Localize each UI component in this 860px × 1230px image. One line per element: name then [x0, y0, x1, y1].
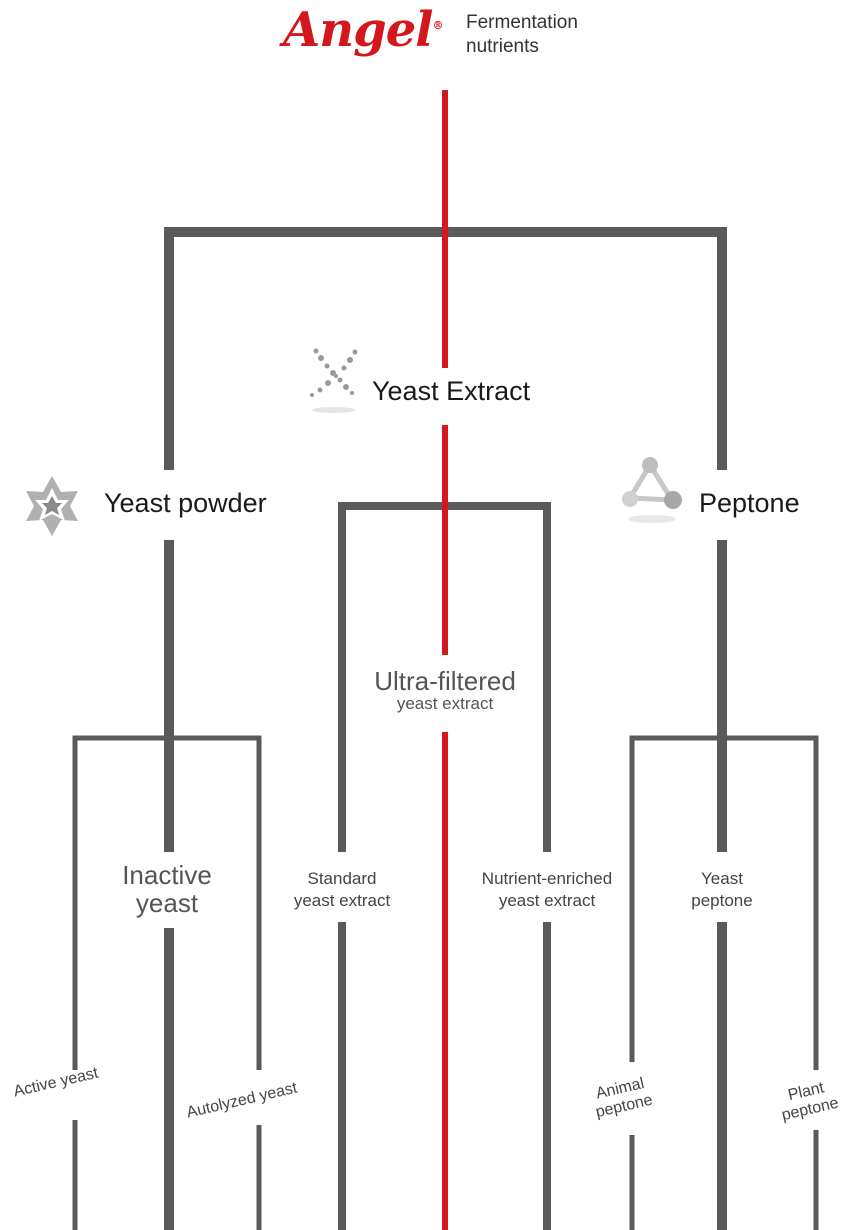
- nutrient-enriched-line2: yeast extract: [498, 891, 596, 910]
- yeast-powder-sub-bracket: [72, 735, 262, 1070]
- yeast-extract-label: Yeast Extract: [372, 376, 531, 406]
- tagline-line1: Fermentation: [466, 12, 578, 33]
- nutrient-enriched-line1: Nutrient-enriched: [481, 869, 613, 888]
- standard-yeast-extract-label: Standard yeast extract: [272, 868, 412, 912]
- inactive-yeast-label: Inactive yeast: [92, 861, 242, 917]
- molecule-triangle-icon: [622, 457, 682, 523]
- ultra-filtered-line1: Ultra-filtered: [374, 666, 516, 696]
- inactive-yeast-line1: Inactive: [122, 860, 212, 890]
- ultra-filtered-line2: yeast extract: [396, 694, 494, 713]
- dots-x-icon: [310, 348, 358, 413]
- tagline-line2: nutrients: [466, 36, 539, 57]
- standard-line2: yeast extract: [293, 891, 391, 910]
- inactive-yeast-line2: yeast: [135, 888, 199, 918]
- yeast-peptone-label: Yeast peptone: [672, 868, 772, 912]
- registered-mark: ®: [432, 19, 443, 32]
- yeast-peptone-line2: peptone: [691, 891, 753, 910]
- ultra-filtered-label: Ultra-filtered yeast extract: [345, 667, 545, 713]
- yeast-peptone-line1: Yeast: [701, 869, 743, 888]
- yeast-powder-label: Yeast powder: [104, 488, 267, 518]
- peptone-sub-bracket: [629, 735, 819, 1070]
- star-icon: [26, 476, 78, 536]
- standard-line1: Standard: [307, 869, 377, 888]
- brand-tagline: Fermentation nutrients: [466, 11, 578, 59]
- peptone-label: Peptone: [699, 488, 800, 518]
- brand-logo: Angel®: [283, 2, 443, 58]
- brand-logo-text: Angel: [283, 2, 433, 58]
- nutrient-enriched-yeast-extract-label: Nutrient-enriched yeast extract: [465, 868, 629, 912]
